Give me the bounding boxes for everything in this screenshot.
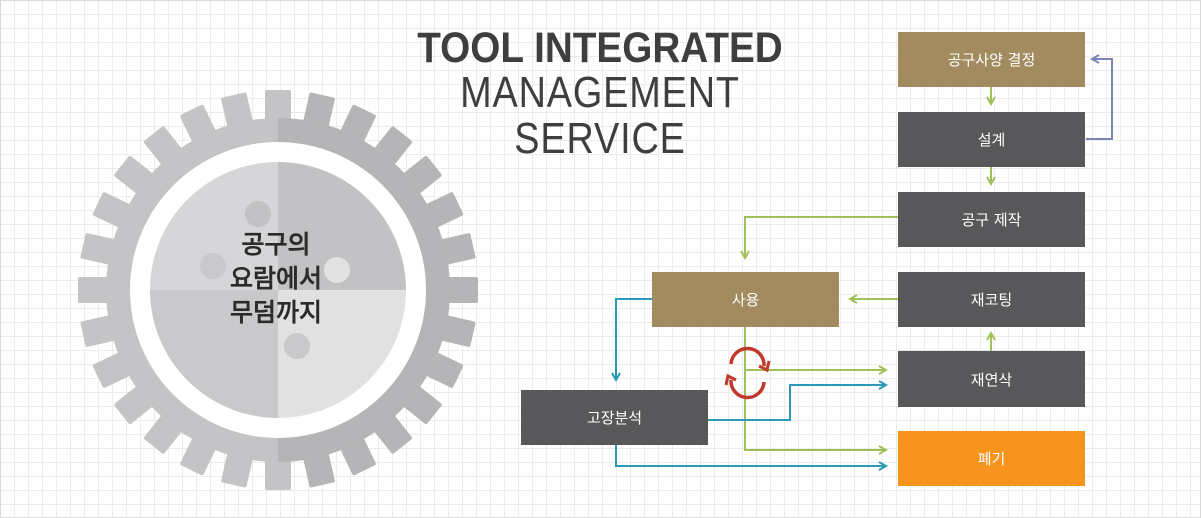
arrow-failure-to-regrind xyxy=(708,385,886,421)
box-discard: 폐기 xyxy=(898,431,1085,486)
box-failure-analysis-label: 고장분석 xyxy=(586,409,643,427)
box-tool-spec: 공구사양 결정 xyxy=(898,32,1085,87)
box-discard-label: 폐기 xyxy=(977,450,1006,468)
arrow-use-to-regrind xyxy=(744,327,886,370)
box-use: 사용 xyxy=(652,272,839,327)
title-line1: TOOL INTEGRATED xyxy=(417,24,783,72)
box-failure-analysis: 고장분석 xyxy=(521,390,708,445)
box-use-label: 사용 xyxy=(731,291,760,309)
gear-caption-line1: 공구의 xyxy=(241,230,311,259)
arrow-use-to-discard xyxy=(744,370,886,450)
arrow-failure-to-discard xyxy=(615,445,886,466)
arrow-make-to-use xyxy=(745,216,898,258)
puzzle-knob-bottom xyxy=(284,333,310,359)
puzzle-piece-top-left xyxy=(150,162,278,290)
puzzle-knob-top xyxy=(245,201,271,227)
puzzle-knob-left xyxy=(200,253,226,279)
box-tool-making-label: 공구 제작 xyxy=(961,211,1022,229)
diagram-title: TOOL INTEGRATED MANAGEMENT SERVICE xyxy=(380,26,820,162)
gear-caption-line2: 요람에서 xyxy=(229,264,322,293)
box-design-label: 설계 xyxy=(977,131,1006,149)
box-regrinding: 재연삭 xyxy=(898,351,1085,407)
puzzle-piece-bottom-right xyxy=(278,290,406,418)
puzzle-center xyxy=(150,162,406,418)
arrow-design-feedback-to-spec xyxy=(1086,59,1113,140)
gear-illustration xyxy=(78,90,478,490)
cycle-icon xyxy=(724,346,771,400)
gear-caption: 공구의 요람에서 무덤까지 xyxy=(176,228,376,330)
box-recoating: 재코팅 xyxy=(898,272,1085,327)
puzzle-knob-right xyxy=(324,257,350,283)
arrow-use-to-failure xyxy=(616,298,652,380)
box-tool-spec-label: 공구사양 결정 xyxy=(947,51,1036,69)
box-tool-making: 공구 제작 xyxy=(898,192,1085,247)
box-recoating-label: 재코팅 xyxy=(970,291,1013,309)
title-line3: SERVICE xyxy=(514,114,686,163)
puzzle-piece-top-right xyxy=(278,162,406,290)
title-line2: MANAGEMENT xyxy=(460,68,740,117)
gear-caption-line3: 무덤까지 xyxy=(229,298,322,327)
box-design: 설계 xyxy=(898,112,1085,167)
puzzle-piece-bottom-left xyxy=(150,290,278,418)
box-regrinding-label: 재연삭 xyxy=(970,370,1013,389)
